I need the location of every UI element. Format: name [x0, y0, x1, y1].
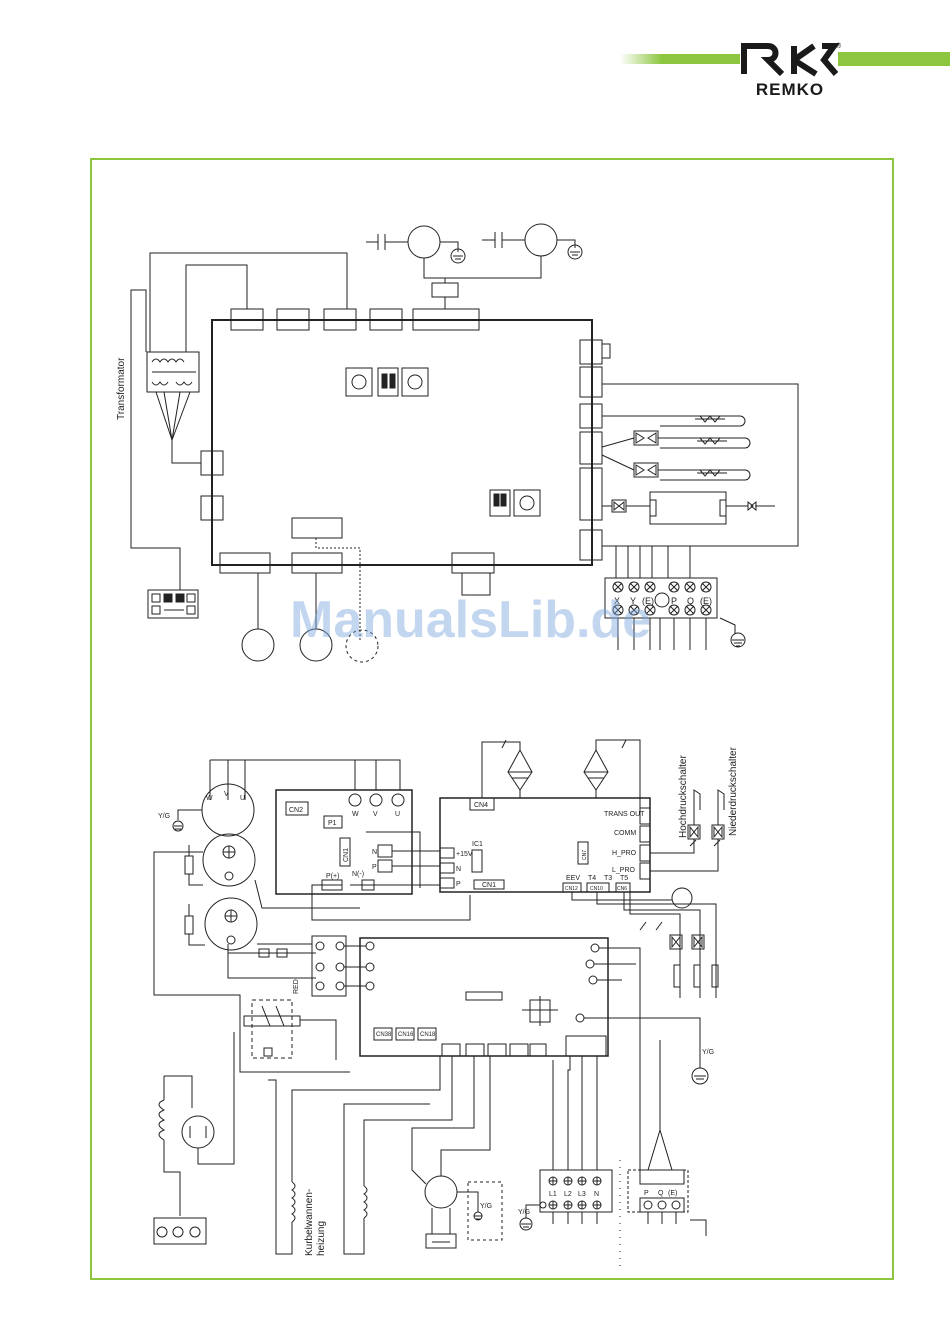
label-cn16: CN16	[398, 1032, 414, 1038]
pcb-connector	[452, 553, 494, 573]
terminal-label-q: Q	[687, 596, 694, 606]
high-pressure-switch-label: Hochdruckschalter	[678, 755, 689, 838]
watermark: ManualsLib.de	[290, 590, 651, 650]
fan-icon	[584, 750, 608, 790]
label-cn2: CN2	[289, 807, 303, 814]
label-v-inv: V	[373, 811, 378, 818]
fan-motor-icon	[525, 224, 557, 256]
label-l1: L1	[549, 1191, 557, 1198]
label-cn4: CN4	[474, 802, 488, 809]
resistor-icon	[185, 916, 193, 934]
main-pcb	[212, 320, 592, 565]
label-cn1-inv: CN1	[343, 848, 350, 862]
optional-ground	[468, 1182, 502, 1240]
label-t5: T5	[620, 875, 628, 882]
yg-label-4: Y/G	[518, 1209, 530, 1216]
sensor-icon	[672, 888, 692, 908]
label-cn10: CN10	[590, 886, 603, 892]
label-cn7: CN7	[582, 850, 588, 860]
valve-icon	[634, 463, 658, 477]
label-eev: EEV	[566, 875, 580, 882]
label-trans-out: TRANS OUT	[604, 811, 645, 818]
label-p-main: P	[456, 881, 461, 888]
label-q-comm: Q	[658, 1190, 664, 1197]
transformer-label: Transformator	[116, 357, 127, 420]
relay-block	[312, 936, 346, 996]
label-cn38: CN38	[376, 1032, 392, 1038]
crankcase-heater-label: Kurbelwannen- heizung	[304, 1186, 327, 1256]
pcb-component	[292, 518, 342, 538]
label-cn12: CN12	[565, 886, 578, 892]
label-p-comm: P	[644, 1190, 649, 1197]
rotary-switch	[346, 368, 372, 396]
label-p-inv: P	[372, 864, 377, 871]
label-l3: L3	[578, 1191, 586, 1198]
compressor-terminal-w: W	[206, 795, 213, 802]
label-ic1: IC1	[472, 841, 483, 848]
compressor-terminal-u: U	[240, 795, 245, 802]
label-n-power: N	[594, 1191, 599, 1198]
pcb-connector	[220, 553, 270, 573]
label-n-minus: N(-)	[352, 871, 364, 878]
label-cn6: CN6	[617, 886, 627, 892]
label-t3: T3	[604, 875, 612, 882]
yg-label: Y/G	[158, 813, 170, 820]
label-t4: T4	[588, 875, 596, 882]
label-u-inv: U	[395, 811, 400, 818]
red-label: RED	[293, 979, 300, 994]
label-l2: L2	[564, 1191, 572, 1198]
terminal-label-e2: (E)	[700, 596, 712, 606]
label-cn18: CN18	[420, 1032, 436, 1038]
bottom-wiring-diagram: W V U Y/G CN2 P1 CN1 P(+) N	[154, 740, 739, 1270]
label-h-pro: H_PRO	[612, 850, 637, 857]
label-n-inv: N	[372, 849, 377, 856]
label-l-pro: L_PRO	[612, 867, 636, 874]
rotary-switch	[514, 490, 540, 516]
valve-icon	[634, 431, 658, 445]
valve-icon	[748, 502, 756, 510]
compressor-terminal-v: V	[224, 791, 229, 798]
low-pressure-switch-label: Niederdruckschalter	[728, 746, 739, 836]
resistor-icon	[185, 856, 193, 874]
label-comm: COMM	[614, 830, 636, 837]
inverter-board	[276, 790, 412, 894]
capacitor-icon	[203, 834, 255, 886]
rotary-switch	[402, 368, 428, 396]
label-p1: P1	[328, 820, 337, 827]
capacitor-icon	[182, 1116, 214, 1148]
motor-icon	[242, 629, 274, 661]
label-cn1-main: CN1	[482, 882, 496, 889]
pcb-connector	[292, 553, 342, 573]
terminal-block-left	[154, 1218, 206, 1244]
label-n-main: N	[456, 866, 461, 873]
fan-motor-icon	[425, 1176, 457, 1208]
yg-label-3: Y/G	[480, 1203, 492, 1210]
fan-icon	[508, 750, 532, 790]
label-plus15v: +15V	[456, 851, 473, 858]
capacitor-icon	[205, 898, 257, 950]
label-e-comm: (E)	[668, 1190, 677, 1197]
terminal-label-p: P	[671, 596, 677, 606]
label-p-plus: P(+)	[326, 873, 339, 880]
filter-board	[360, 938, 608, 1056]
dip-switch	[490, 490, 510, 516]
fan-motor-icon	[408, 226, 440, 258]
yg-label-2: Y/G	[702, 1049, 714, 1056]
label-w-inv: W	[352, 811, 359, 818]
